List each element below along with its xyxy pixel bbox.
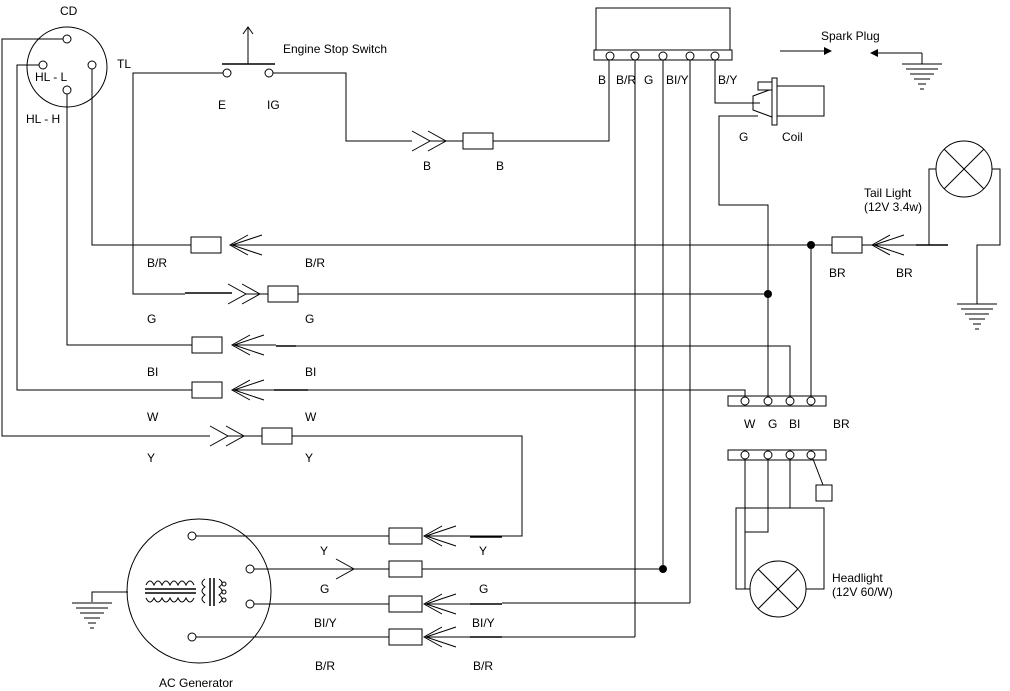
- tl-terminal: [87, 60, 97, 70]
- b-connector: [462, 132, 494, 150]
- w-label-left: W: [147, 410, 159, 424]
- gen-g-connector: [388, 560, 423, 578]
- gen-y-label-left: Y: [320, 544, 328, 558]
- g-label-right: G: [305, 312, 314, 326]
- gen-biy-label-right: BI/Y: [472, 616, 495, 630]
- br-label-right: B/R: [305, 256, 325, 270]
- gen-g-label-right: G: [479, 582, 488, 596]
- connector-arrow: [411, 130, 432, 152]
- top-pin-g: G: [644, 73, 653, 87]
- mid-pin-bi: BI: [789, 417, 800, 431]
- ig-terminal: [264, 68, 274, 78]
- gen-y-label-right: Y: [479, 544, 487, 558]
- wire-w-left: [16, 64, 192, 391]
- wire-generator-ground: [91, 591, 128, 602]
- mid-pin-br: BR: [833, 417, 850, 431]
- y-label-left: Y: [147, 451, 155, 465]
- bi-connector: [191, 336, 223, 354]
- tail-light-label-2: (12V 3.4w): [864, 200, 922, 214]
- engine-stop-switch-label: Engine Stop Switch: [283, 42, 387, 56]
- tail-br-connector: [831, 236, 863, 254]
- top-pin-by: B/Y: [718, 73, 737, 87]
- ig-label: IG: [267, 98, 280, 112]
- engine-stop-switch: Engine Stop Switch E IG: [218, 26, 387, 112]
- g-label-left: G: [147, 312, 156, 326]
- gen-br-label-right: B/R: [473, 659, 493, 673]
- wire-tail-br: [874, 168, 936, 246]
- coil: Coil: [752, 77, 825, 144]
- wire-br-left: [91, 69, 191, 246]
- gen-br-label-left: B/R: [315, 659, 335, 673]
- gen-biy-label-left: BI/Y: [314, 616, 337, 630]
- wire-tail-ground: [976, 168, 1001, 304]
- connector-top: B B/R G BI/Y B/Y: [593, 7, 737, 87]
- b-label-left: B: [423, 159, 431, 173]
- gen-br-connector: [388, 628, 423, 646]
- mid-pin-w: W: [744, 417, 756, 431]
- generator-coil-icon: [145, 578, 227, 606]
- wire-coil-ground: [718, 115, 769, 400]
- br-terminal-box: [815, 484, 833, 502]
- cd-label: CD: [60, 4, 78, 18]
- top-pin-b: B: [598, 73, 606, 87]
- headlight-label-2: (12V 60/W): [832, 585, 893, 599]
- ground-icon: [957, 303, 997, 330]
- y-connector: [261, 427, 293, 445]
- e-terminal: [222, 68, 232, 78]
- wire-b-left: [273, 72, 412, 142]
- br-connector: [190, 236, 222, 254]
- w-label-right: W: [305, 410, 317, 424]
- spark-plug-label: Spark Plug: [821, 29, 880, 43]
- wire-y-left: [1, 38, 210, 437]
- gen-g-label-left: G: [320, 582, 329, 596]
- gen-y-connector: [388, 527, 423, 545]
- tl-label: TL: [117, 57, 131, 71]
- wire-by: [714, 60, 760, 104]
- connector-mid: W G BI BR: [727, 395, 850, 461]
- ground-icon: [72, 602, 112, 629]
- wire-headlight-return: [790, 507, 825, 590]
- tail-br-label-right: BR: [896, 266, 913, 280]
- top-pin-biy: BI/Y: [666, 73, 689, 87]
- e-label: E: [218, 98, 226, 112]
- hl-h-label: HL - H: [26, 112, 60, 126]
- wire-headlight-bi: [735, 459, 791, 590]
- wire-bi-left: [66, 94, 192, 346]
- bi-label-left: BI: [147, 365, 158, 379]
- w-connector: [191, 381, 223, 399]
- junction-dot: [764, 290, 772, 298]
- ac-generator-label: AC Generator: [159, 676, 233, 690]
- tail-light: Tail Light (12V 3.4w): [864, 140, 993, 214]
- cd-switch: CD HL - L TL HL - H: [26, 4, 131, 126]
- headlight: Headlight (12V 60/W): [749, 560, 893, 618]
- coil-label: Coil: [782, 130, 803, 144]
- y-label-right: Y: [305, 451, 313, 465]
- cd-terminal: [62, 34, 72, 44]
- mid-pin-g: G: [768, 417, 777, 431]
- hl-h-terminal: [62, 85, 72, 95]
- gen-biy-connector: [388, 595, 423, 613]
- junction-dot: [659, 565, 667, 573]
- ac-generator: AC Generator: [126, 518, 272, 690]
- wire-headlight-g: [745, 459, 769, 533]
- spark-plug: Spark Plug: [780, 29, 923, 64]
- b-label-right: B: [496, 159, 504, 173]
- tail-light-label-1: Tail Light: [864, 186, 912, 200]
- tail-br-label-left: BR: [829, 266, 846, 280]
- br-label-left: B/R: [147, 256, 167, 270]
- wire-g-left: [132, 72, 223, 295]
- g-connector: [267, 285, 299, 303]
- ground-icon: [902, 63, 942, 90]
- hl-l-label: HL - L: [35, 70, 68, 84]
- top-pin-br: B/R: [616, 73, 636, 87]
- hl-l-terminal: [38, 60, 48, 70]
- coil-g-label: G: [739, 130, 748, 144]
- headlight-label-1: Headlight: [832, 571, 883, 585]
- wire-headlight-w: [744, 459, 750, 590]
- bi-label-right: BI: [305, 365, 316, 379]
